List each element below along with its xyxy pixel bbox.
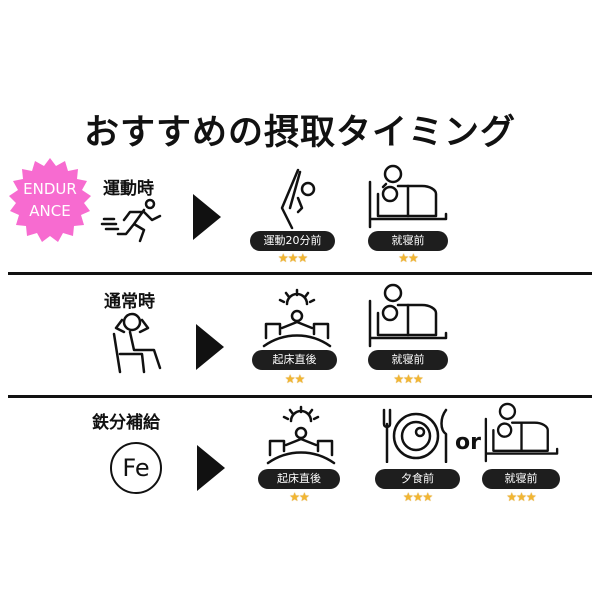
arrow-icon <box>196 324 224 370</box>
row-label-exercise: 運動時 <box>103 179 154 199</box>
sleep-icon <box>368 283 448 348</box>
timing-label: 就寝前 <box>368 231 448 251</box>
rating-stars: ★★ <box>398 251 419 265</box>
or-text: or <box>455 430 481 455</box>
timing-label: 運動20分前 <box>250 231 335 251</box>
divider <box>8 272 592 275</box>
arrow-icon <box>197 445 225 491</box>
timing-label: 夕食前 <box>375 469 460 489</box>
runner-icon <box>100 198 162 243</box>
page-title: おすすめの摂取タイミング <box>83 113 516 153</box>
rating-stars: ★★ <box>284 372 306 386</box>
relax-chair-icon <box>112 312 162 374</box>
arrow-icon <box>193 194 221 240</box>
sleep-icon <box>368 164 448 229</box>
rating-stars: ★★★ <box>402 490 433 504</box>
divider <box>8 395 592 398</box>
timing-label: 起床直後 <box>252 350 337 370</box>
stretch-icon <box>280 168 316 230</box>
row-label-normal: 通常時 <box>104 292 155 312</box>
timing-label: 起床直後 <box>258 469 340 489</box>
timing-label: 就寝前 <box>368 350 448 370</box>
rating-stars: ★★★ <box>277 251 308 265</box>
rating-stars: ★★★ <box>393 372 423 386</box>
wake-up-icon <box>262 288 332 348</box>
row-label-iron: 鉄分補給 <box>92 413 160 433</box>
rating-stars: ★★★ <box>506 490 536 504</box>
timing-label: 就寝前 <box>482 469 560 489</box>
rating-stars: ★★ <box>289 490 310 504</box>
dinner-icon <box>382 408 448 463</box>
endurance-badge-icon <box>9 158 91 242</box>
wake-up-icon <box>266 405 336 465</box>
fe-icon: Fe <box>110 442 162 494</box>
sleep-icon <box>484 402 559 463</box>
